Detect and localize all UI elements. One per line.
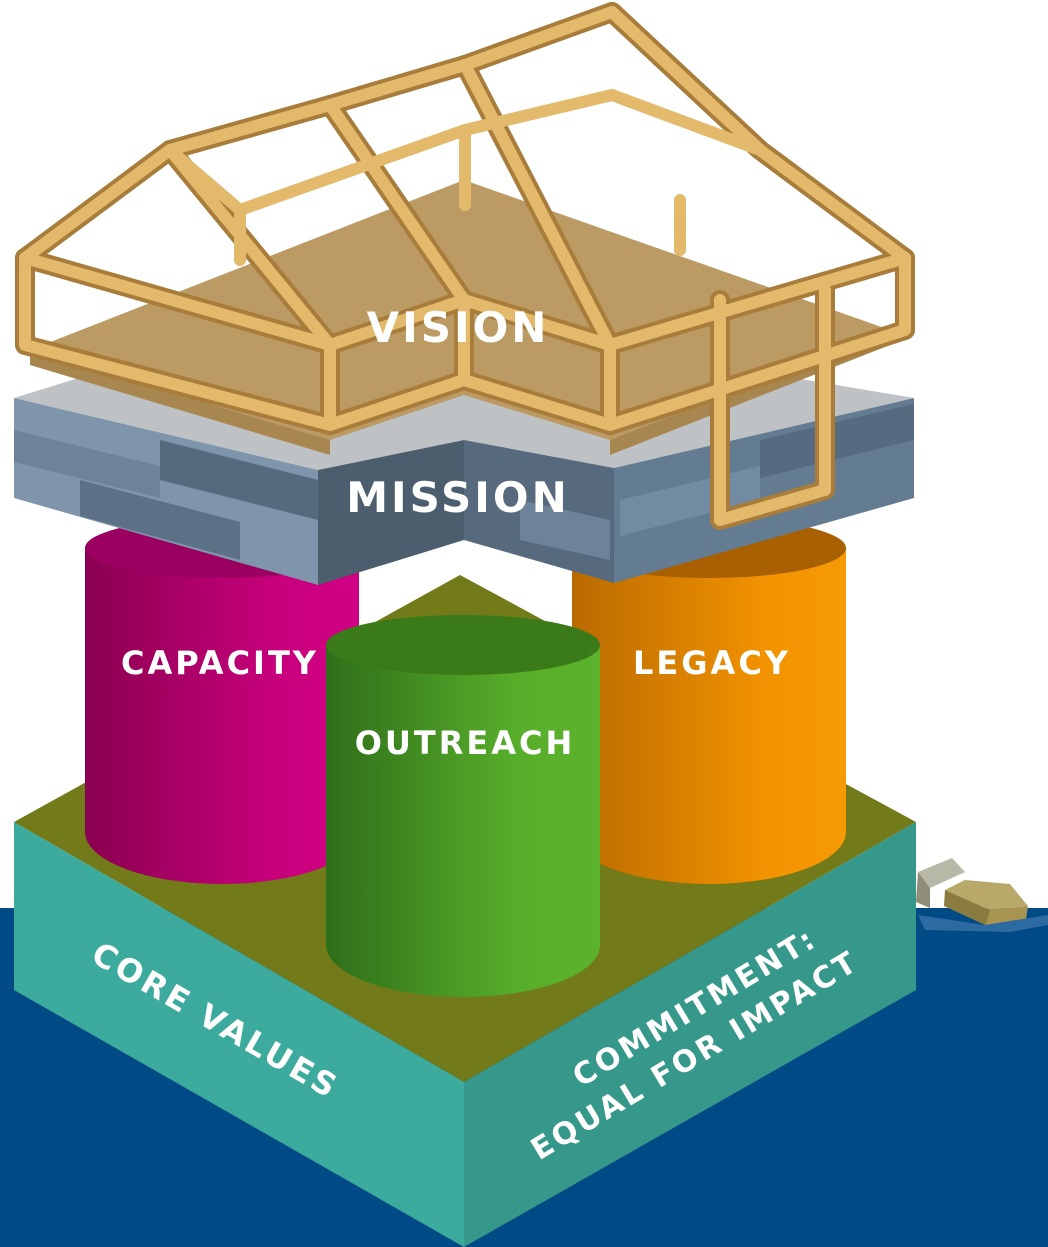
outreach-label: OUTREACH — [355, 724, 576, 762]
mission-slab-center-left — [318, 440, 464, 585]
mission-label: MISSION — [346, 473, 570, 522]
capacity-label: CAPACITY — [121, 644, 319, 682]
legacy-label: LEGACY — [633, 644, 791, 682]
mission-slab-left-face — [14, 398, 318, 585]
outreach-pillar — [326, 615, 600, 997]
foundation-left-face — [14, 822, 464, 1247]
vision-label: VISION — [367, 303, 550, 352]
foundation-right-face — [464, 822, 916, 1247]
rocks-icon — [916, 858, 1048, 932]
house-frame-icon — [15, 2, 915, 530]
